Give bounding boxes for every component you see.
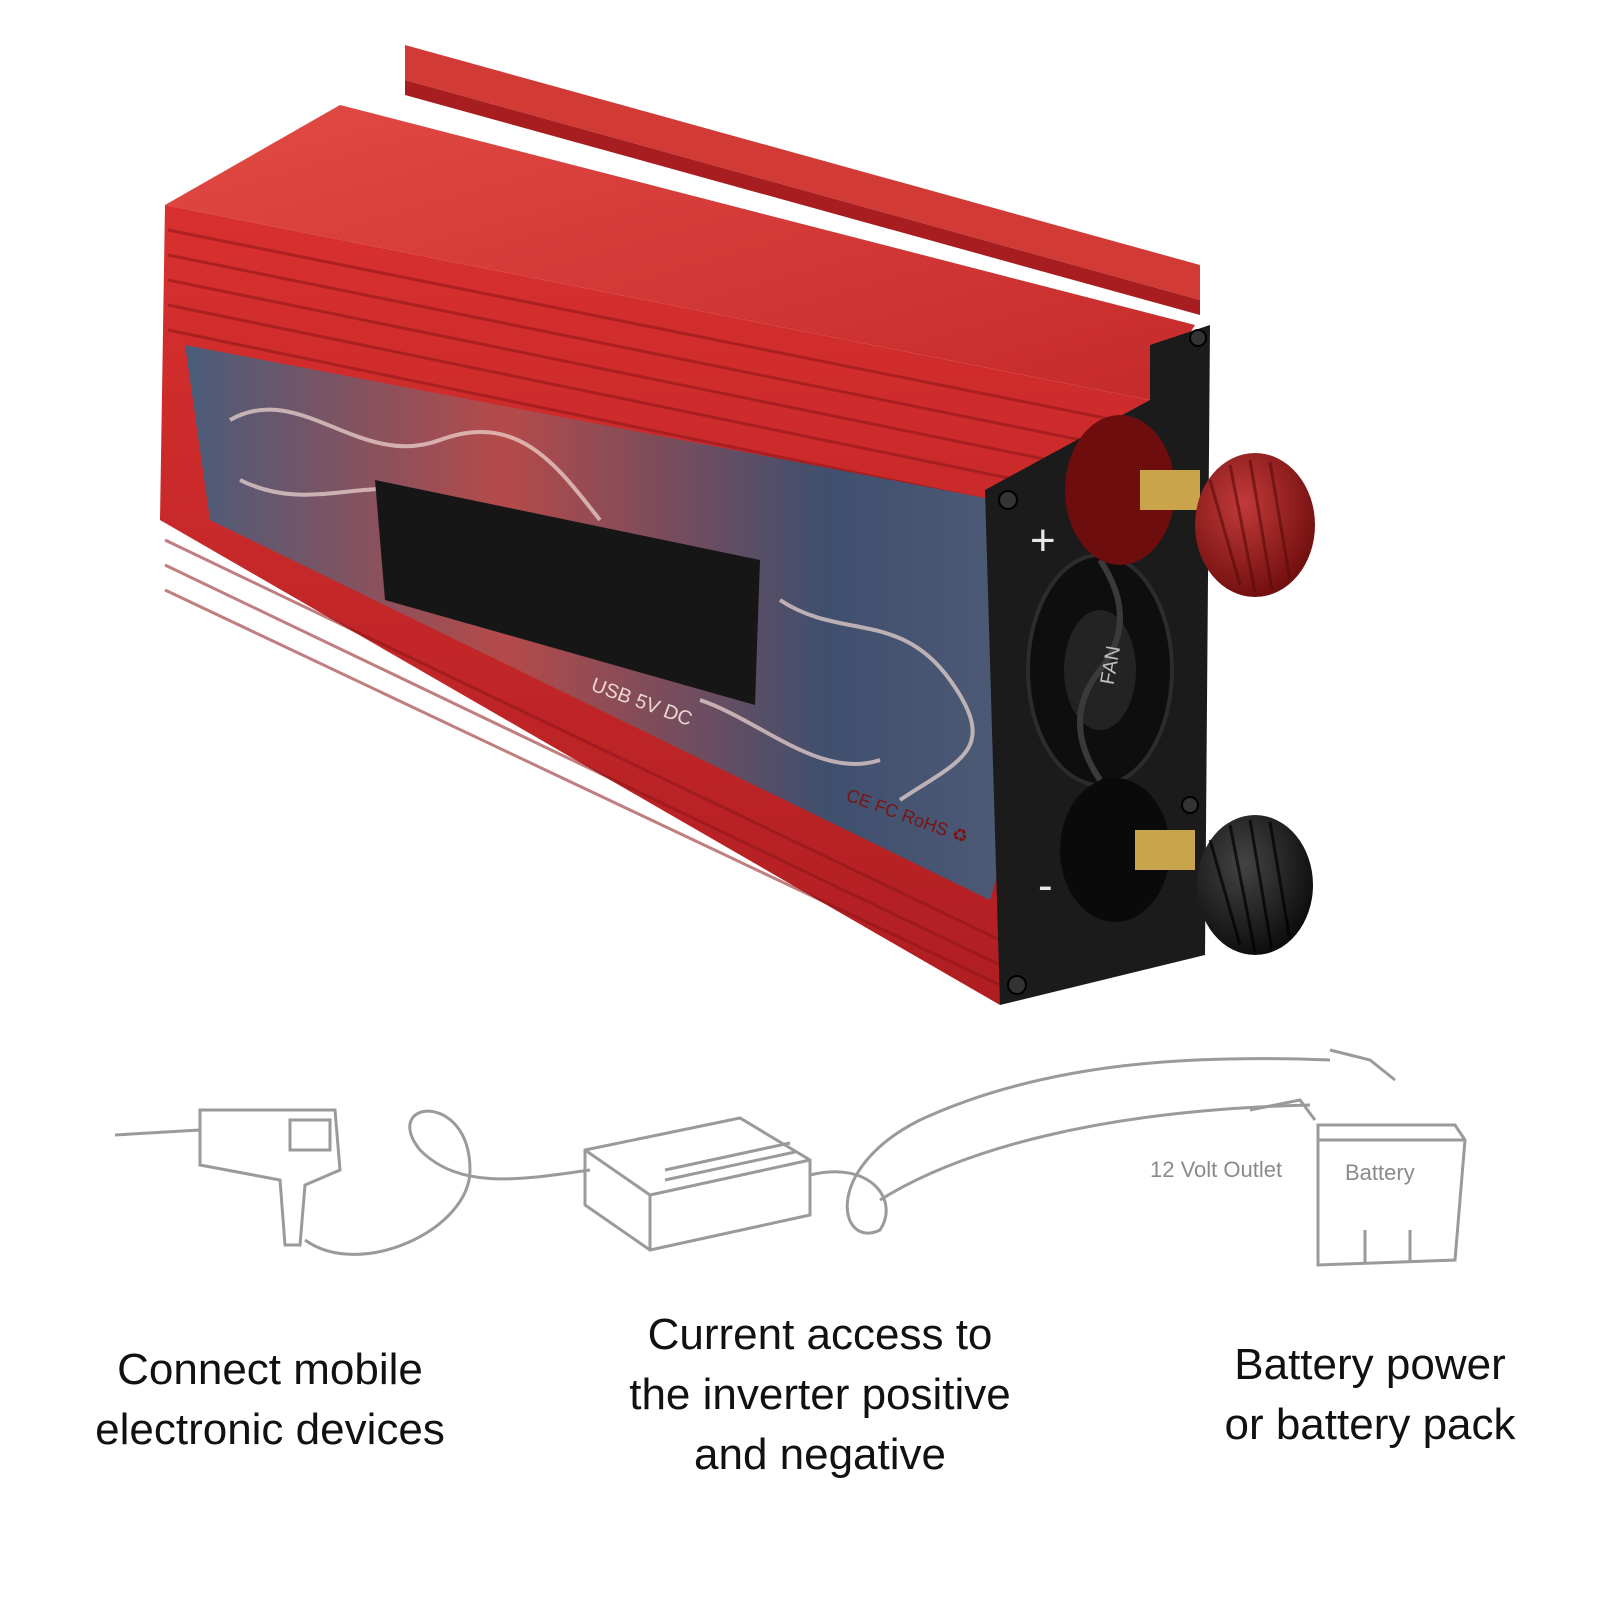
positive-symbol: +: [1030, 516, 1056, 565]
caption-line: or battery pack: [1224, 1400, 1516, 1449]
caption-battery-power: Battery power or battery pack: [1180, 1335, 1560, 1455]
caption-line: Current access to: [647, 1310, 993, 1359]
caption-line: the inverter positive: [629, 1370, 1011, 1419]
caption-connect-devices: Connect mobile electronic devices: [40, 1340, 500, 1460]
positive-terminal: [1065, 415, 1315, 597]
lcd-display: [375, 480, 760, 705]
screw-icon: [998, 490, 1018, 510]
caption-inverter-access: Current access to the inverter positive …: [580, 1305, 1060, 1485]
battery-sketch: [1316, 1123, 1467, 1267]
screw-icon: [1189, 329, 1207, 347]
caption-line: Connect mobile: [117, 1345, 423, 1394]
caption-line: Battery power: [1234, 1340, 1506, 1389]
drill-sketch: [114, 1108, 342, 1247]
battery-label: Battery: [1345, 1160, 1415, 1185]
cooling-fan: FAN: [1026, 553, 1174, 787]
clamp-sketch: [1249, 1098, 1317, 1121]
battery-cable: [879, 1103, 1311, 1202]
cooling-fins: [164, 228, 1141, 987]
battery-cable: [809, 1057, 1331, 1235]
negative-symbol: -: [1038, 861, 1053, 910]
housing-top: [165, 105, 1195, 400]
negative-terminal: [1060, 778, 1313, 955]
inverter-sketch: [583, 1116, 812, 1252]
caption-line: electronic devices: [95, 1405, 445, 1454]
screw-icon: [1181, 796, 1199, 814]
clamp-sketch: [1329, 1048, 1396, 1082]
mounting-flange: [405, 45, 1200, 315]
caption-line: and negative: [694, 1430, 946, 1479]
connection-diagram: 12 Volt Outlet Battery: [114, 1048, 1467, 1267]
inverter-product-image: USB 5V DC CE FC RoHS ♻ FAN +: [160, 45, 1315, 1005]
screw-icon: [1007, 975, 1027, 995]
device-cord: [304, 1109, 591, 1256]
outlet-label: 12 Volt Outlet: [1150, 1157, 1282, 1182]
